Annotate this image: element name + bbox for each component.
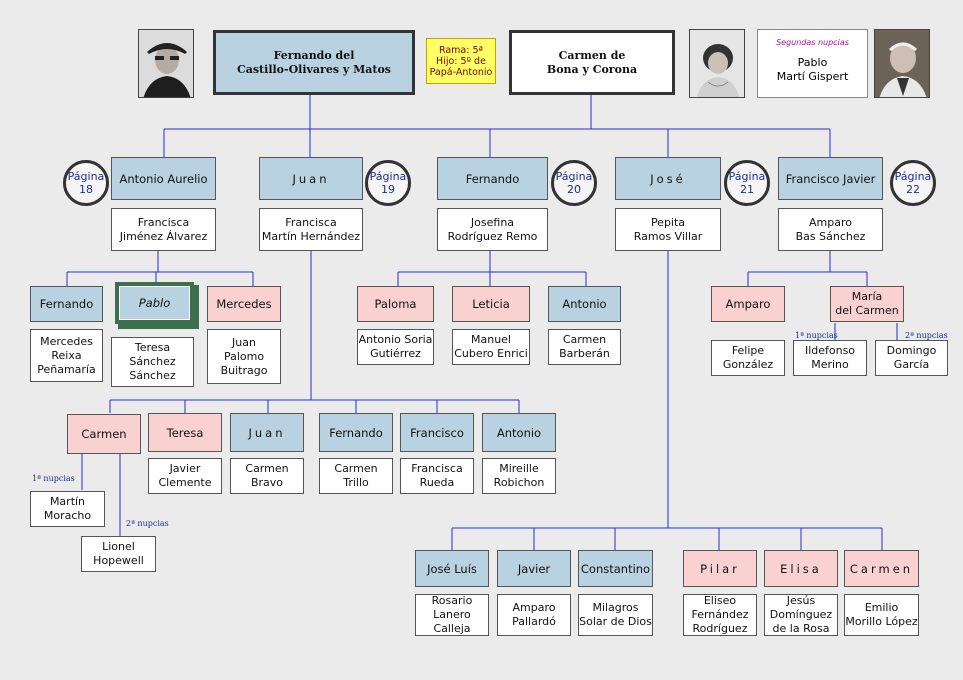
page-ref-label: Página	[67, 170, 105, 183]
grandchild-carmen-jose[interactable]: Carmen	[844, 550, 919, 587]
grandchild-jose-luis[interactable]: José Luís	[415, 550, 489, 587]
grandchild-carmen-juan[interactable]: Carmen	[67, 414, 141, 454]
child-fernando[interactable]: Fernando	[437, 157, 548, 200]
spouse-francisca-jimenez[interactable]: Francisca Jiménez Álvarez	[111, 208, 216, 251]
grandchild-fernando-aa[interactable]: Fernando	[30, 286, 103, 322]
spouse-juan-palomo[interactable]: Juan Palomo Buitrago	[207, 329, 281, 384]
photo-carmen	[689, 29, 745, 98]
photo-pablo-marti	[874, 29, 930, 98]
spouse-ildefonso-merino[interactable]: Ildefonso Merino	[793, 340, 867, 376]
spouse-carmen-bravo[interactable]: Carmen Bravo	[230, 458, 304, 494]
spouse-mireille-robichon[interactable]: Mireille Robichon	[482, 458, 556, 494]
spouse-rosario-lanero[interactable]: Rosario Lanero Calleja	[415, 594, 489, 636]
second-marriage-box: Segundas nupcias Pablo Martí Gispert	[757, 29, 868, 98]
portrait-old-man-icon	[875, 30, 929, 97]
spouse-jesus-dominguez[interactable]: Jesús Domínguez de la Rosa	[764, 594, 838, 636]
grandchild-mercedes[interactable]: Mercedes	[207, 286, 281, 322]
spouse-carmen-trillo[interactable]: Carmen Trillo	[319, 458, 393, 494]
root-wife[interactable]: Carmen de Bona y Corona	[509, 30, 675, 95]
grandchild-elisa[interactable]: Elisa	[764, 550, 838, 587]
page-ref-label: Página	[894, 170, 932, 183]
root-husband[interactable]: Fernando del Castillo-Olivares y Matos	[213, 30, 415, 95]
spouse-amparo-pallardo[interactable]: Amparo Pallardó	[497, 594, 571, 636]
child-juan[interactable]: Juan	[259, 157, 363, 200]
spouse-manuel-cubero[interactable]: Manuel Cubero Enrici	[452, 329, 530, 365]
second-marriage-label: Segundas nupcias	[776, 38, 849, 47]
grandchild-juan-j[interactable]: Juan	[230, 413, 304, 452]
spouse-javier-clemente[interactable]: Javier Clemente	[148, 458, 222, 494]
spouse-carmen-barberan[interactable]: Carmen Barberán	[548, 329, 621, 365]
grandchild-pilar[interactable]: Pilar	[683, 550, 757, 587]
spouse-domingo-garcia[interactable]: Domingo García	[875, 340, 948, 376]
spouse-josefina-rodriguez[interactable]: Josefina Rodríguez Remo	[437, 208, 548, 251]
second-spouse-name[interactable]: Pablo Martí Gispert	[776, 56, 849, 83]
spouse-felipe-gonzalez[interactable]: Felipe González	[711, 340, 785, 376]
spouse-lionel-hopewell[interactable]: Lionel Hopewell	[81, 536, 156, 572]
grandchild-javier[interactable]: Javier	[497, 550, 571, 587]
grandchild-constantino[interactable]: Constantino	[578, 550, 653, 587]
spouse-mercedes-reixa[interactable]: Mercedes Reixa Peñamaría	[30, 329, 103, 382]
spouse-teresa-sanchez[interactable]: Teresa Sánchez Sánchez	[111, 337, 194, 387]
page-ref-number: 20	[567, 183, 581, 196]
page-ref-number: 18	[79, 183, 93, 196]
page-ref-number: 21	[740, 183, 754, 196]
page-ref-number: 22	[906, 183, 920, 196]
nupcias-second-mdc: 2ª nupcias	[905, 331, 948, 340]
portrait-woman-icon	[690, 30, 744, 97]
rama-badge: Rama: 5ª Hijo: 5º de Papá-Antonio	[426, 38, 496, 84]
page-ref-label: Página	[728, 170, 766, 183]
child-jose[interactable]: José	[615, 157, 721, 200]
spouse-martin-moracho[interactable]: Martín Moracho	[30, 491, 105, 527]
grandchild-fernando-j[interactable]: Fernando	[319, 413, 393, 452]
grandchild-leticia[interactable]: Leticia	[452, 286, 530, 322]
page-ref-label: Página	[369, 170, 407, 183]
page-ref-number: 19	[381, 183, 395, 196]
spouse-antonio-soria[interactable]: Antonio Soria Gutiérrez	[357, 329, 434, 365]
spouse-emilio-morillo[interactable]: Emilio Morillo López	[844, 594, 919, 636]
grandchild-maria-del-carmen[interactable]: María del Carmen	[830, 286, 904, 322]
spouse-amparo-bas[interactable]: Amparo Bas Sánchez	[778, 208, 883, 251]
spouse-francisca-rueda[interactable]: Francisca Rueda	[400, 458, 474, 494]
spouse-francisca-martin[interactable]: Francisca Martín Hernández	[259, 208, 363, 251]
grandchild-antonio-j[interactable]: Antonio	[482, 413, 556, 452]
nupcias-second-carmen: 2ª nupcias	[126, 519, 169, 528]
page-ref-label: Página	[555, 170, 593, 183]
portrait-man-hat-icon	[139, 30, 193, 97]
spouse-milagros-solar[interactable]: Milagros Solar de Dios	[578, 594, 653, 636]
grandchild-antonio-f[interactable]: Antonio	[548, 286, 621, 322]
child-antonio-aurelio[interactable]: Antonio Aurelio	[111, 157, 216, 200]
grandchild-francisco-j[interactable]: Francisco	[400, 413, 474, 452]
spouse-pepita-ramos[interactable]: Pepita Ramos Villar	[615, 208, 721, 251]
grandchild-pablo[interactable]: Pablo	[119, 286, 190, 320]
photo-fernando	[138, 29, 194, 98]
spouse-eliseo-fernandez[interactable]: Eliseo Fernández Rodríguez	[683, 594, 757, 636]
nupcias-first-carmen: 1ª nupcias	[32, 474, 75, 483]
nupcias-first-mdc: 1ª nupcias	[795, 331, 838, 340]
grandchild-paloma[interactable]: Paloma	[357, 286, 434, 322]
child-francisco-javier[interactable]: Francisco Javier	[778, 157, 883, 200]
grandchild-teresa[interactable]: Teresa	[148, 413, 222, 452]
grandchild-amparo[interactable]: Amparo	[711, 286, 785, 322]
